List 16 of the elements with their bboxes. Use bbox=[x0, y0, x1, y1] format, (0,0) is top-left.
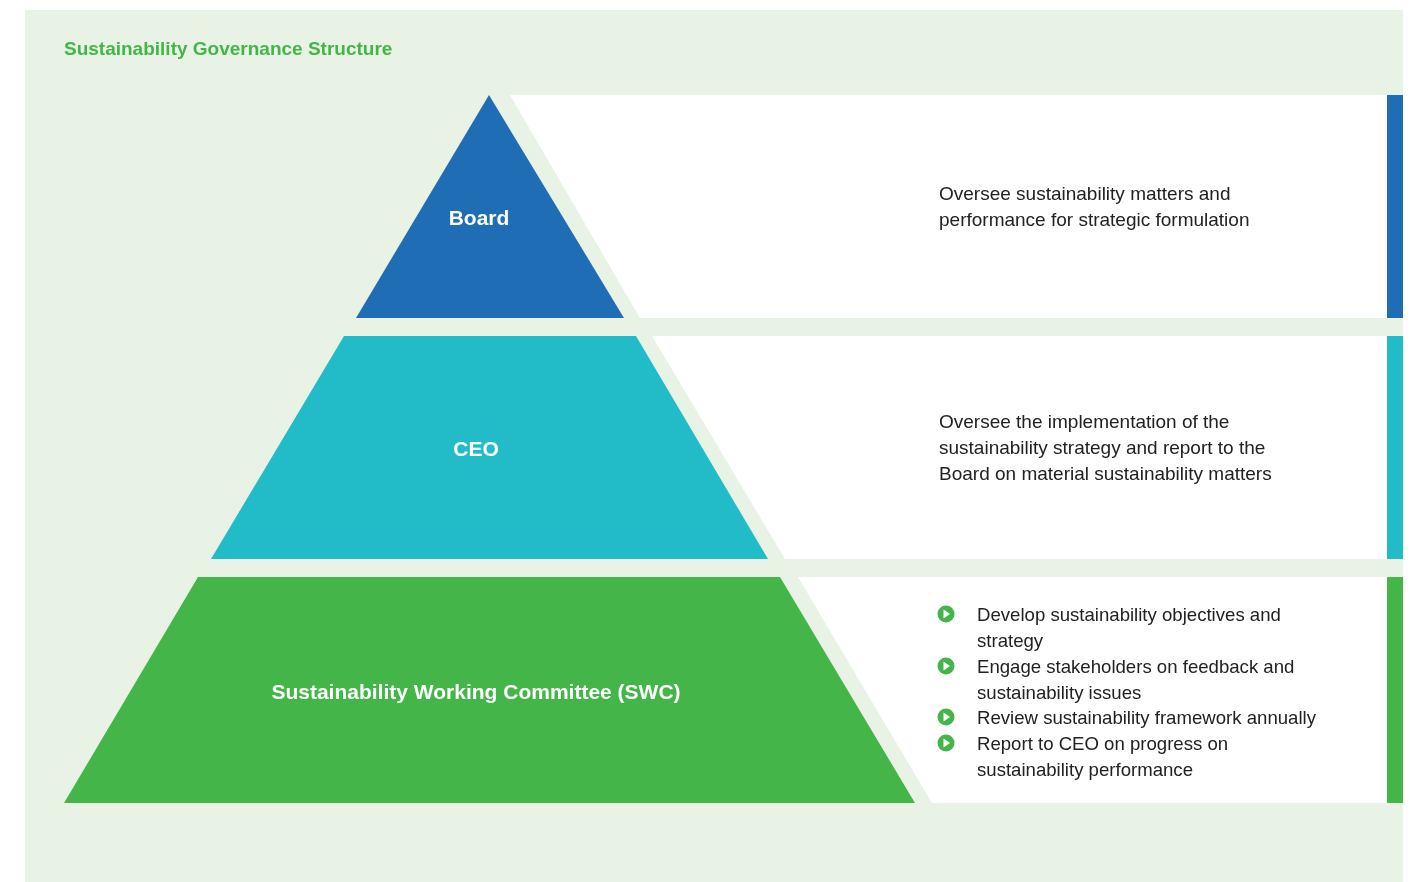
tier-label: Sustainability Working Committee (SWC) bbox=[271, 680, 681, 704]
tier-label: Board bbox=[448, 206, 510, 230]
bullet-text: Develop sustainability objectives and strategy bbox=[977, 603, 1282, 653]
pyramid-tier bbox=[211, 336, 768, 559]
title: Sustainability Governance Structure bbox=[64, 38, 393, 60]
bullet-text: Review sustainability framework annually bbox=[977, 706, 1317, 730]
description-panel bbox=[652, 336, 1403, 559]
description-text: Oversee the implementation of the sustainability strategy and report to the Board on material sustainability matters bbox=[939, 409, 1273, 486]
pyramid-tier bbox=[64, 577, 915, 803]
bullet-text: Engage stakeholders on feedback and sustainability issues bbox=[977, 655, 1296, 705]
description-panel bbox=[510, 95, 1403, 318]
description-panel bbox=[798, 577, 1403, 803]
tier-label: CEO bbox=[453, 437, 499, 461]
description-text: Oversee sustainability matters and performance for strategic formulation bbox=[939, 181, 1251, 232]
bullet-text: Report to CEO on progress on sustainability performance bbox=[977, 732, 1230, 782]
pyramid-tier bbox=[356, 95, 624, 318]
